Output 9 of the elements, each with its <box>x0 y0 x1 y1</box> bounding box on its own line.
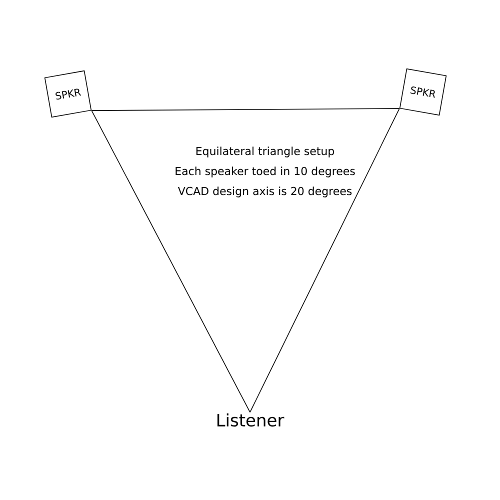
speaker-box: SPKR <box>399 68 447 116</box>
note-text: Each speaker toed in 10 degrees <box>176 166 355 178</box>
triangle-line <box>91 108 400 111</box>
note-text: VCAD design axis is 20 degrees <box>178 186 352 198</box>
triangle-line <box>250 108 400 413</box>
note-text: Equilateral triangle setup <box>196 146 334 158</box>
listener-label: Listener <box>217 413 284 427</box>
speaker-box: SPKR <box>44 70 92 118</box>
triangle-line <box>91 110 250 413</box>
